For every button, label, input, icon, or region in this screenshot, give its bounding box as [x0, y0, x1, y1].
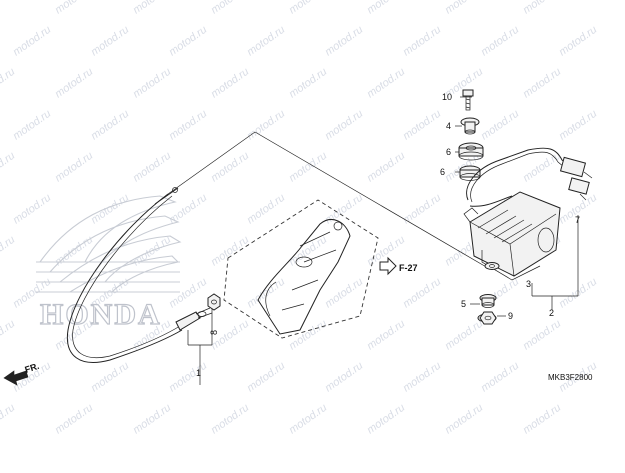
- watermark-text: motod.ru: [0, 66, 17, 101]
- watermark-text: motod.ru: [521, 402, 563, 437]
- watermark-text: motod.ru: [401, 108, 443, 143]
- watermark-text: motod.ru: [443, 0, 485, 16]
- mounting-collar: [479, 294, 497, 308]
- watermark-text: motod.ru: [287, 318, 329, 353]
- callout-9: 9: [508, 311, 513, 321]
- watermark-text: motod.ru: [0, 318, 17, 353]
- watermark-text: motod.ru: [53, 66, 95, 101]
- watermark-text: motod.ru: [167, 24, 209, 59]
- servo-motor-module: [463, 191, 561, 281]
- watermark-text: motod.ru: [0, 234, 17, 269]
- collar: [460, 117, 480, 135]
- watermark-text: motod.ru: [323, 24, 365, 59]
- watermark-text: motod.ru: [287, 150, 329, 185]
- callout-1: 1: [196, 368, 201, 378]
- watermark-text: motod.ru: [167, 108, 209, 143]
- watermark-text: motod.ru: [365, 318, 407, 353]
- watermark-text: motod.ru: [245, 24, 287, 59]
- watermark-text: motod.ru: [323, 192, 365, 227]
- wiring-connector: [559, 156, 593, 201]
- watermark-text: motod.ru: [131, 150, 173, 185]
- watermark-text: motod.ru: [209, 66, 251, 101]
- watermark-text: motod.ru: [287, 66, 329, 101]
- flange-nut: [477, 311, 497, 325]
- watermark-text: motod.ru: [89, 24, 131, 59]
- watermark-text: motod.ru: [479, 360, 521, 395]
- watermark-text: motod.ru: [521, 318, 563, 353]
- front-direction-indicator: FR.: [3, 361, 41, 386]
- watermark-text: motod.ru: [53, 150, 95, 185]
- watermark-text: motod.ru: [443, 402, 485, 437]
- callout-4: 4: [446, 121, 451, 131]
- watermark-text: motod.ru: [365, 402, 407, 437]
- callout-2: 2: [549, 308, 554, 318]
- watermark-text: motod.ru: [167, 276, 209, 311]
- watermark-text: motod.ru: [89, 360, 131, 395]
- watermark-text: motod.ru: [245, 192, 287, 227]
- watermark-text: motod.ru: [365, 150, 407, 185]
- honda-brand-text: HONDA: [40, 298, 162, 331]
- throttle-body-reference-box: [223, 199, 379, 339]
- callout-6-lower: 6: [440, 167, 445, 177]
- callout-5: 5: [461, 299, 466, 309]
- f27-reference: F-27: [379, 256, 418, 276]
- watermark-text: motod.ru: [167, 192, 209, 227]
- watermark-text: motod.ru: [401, 360, 443, 395]
- watermark-text: motod.ru: [209, 402, 251, 437]
- watermark-text: motod.ru: [443, 318, 485, 353]
- watermark-text: motod.ru: [557, 108, 599, 143]
- watermark-text: motod.ru: [401, 24, 443, 59]
- watermark-text: motod.ru: [401, 276, 443, 311]
- watermark-text: motod.ru: [0, 402, 17, 437]
- watermark-text: motod.ru: [245, 108, 287, 143]
- watermark-text: motod.ru: [209, 234, 251, 269]
- watermark-text: motod.ru: [131, 0, 173, 16]
- watermark-text: motod.ru: [287, 0, 329, 16]
- watermark-text: motod.ru: [287, 402, 329, 437]
- watermark-text: motod.ru: [323, 360, 365, 395]
- callout-6-upper: 6: [446, 147, 451, 157]
- watermark-text: motod.ru: [53, 0, 95, 16]
- watermark-text: motod.ru: [245, 360, 287, 395]
- throttle-cable: [66, 187, 213, 363]
- watermark-text: motod.ru: [167, 360, 209, 395]
- watermark-text: motod.ru: [365, 66, 407, 101]
- watermark-text: motod.ru: [11, 108, 53, 143]
- watermark-text: motod.ru: [11, 24, 53, 59]
- watermark-text: motod.ru: [209, 150, 251, 185]
- watermark-text: motod.ru: [53, 402, 95, 437]
- watermark-text: motod.ru: [131, 66, 173, 101]
- watermark-text: motod.ru: [521, 150, 563, 185]
- fr-label: FR.: [24, 361, 41, 375]
- watermark-text: motod.ru: [323, 108, 365, 143]
- callout-10: 10: [442, 92, 452, 102]
- watermark-text: motod.ru: [323, 276, 365, 311]
- callout-7: 7: [575, 215, 580, 225]
- f27-label: F-27: [399, 263, 418, 273]
- watermark-text: motod.ru: [11, 192, 53, 227]
- adjuster-nut: [197, 293, 221, 317]
- watermark-text: motod.ru: [0, 150, 17, 185]
- rubber-grommet-upper: [458, 142, 484, 161]
- watermark-text: motod.ru: [209, 0, 251, 16]
- callout-8: 8: [209, 330, 219, 335]
- diagram-code: MKB3F2800: [548, 373, 593, 382]
- callout-3: 3: [526, 279, 531, 289]
- bolt: [462, 89, 474, 111]
- watermark-text: motod.ru: [521, 66, 563, 101]
- watermark-text: motod.ru: [521, 0, 563, 16]
- watermark-text: motod.ru: [557, 24, 599, 59]
- watermark-text: motod.ru: [365, 0, 407, 16]
- watermark-text: motod.ru: [401, 192, 443, 227]
- watermark-text: motod.ru: [479, 24, 521, 59]
- watermark-text: motod.ru: [89, 108, 131, 143]
- watermark-text: motod.ru: [131, 402, 173, 437]
- wiring-harness: [466, 147, 575, 207]
- watermark-text: motod.ru: [0, 0, 17, 16]
- watermark-text: motod.ru: [479, 108, 521, 143]
